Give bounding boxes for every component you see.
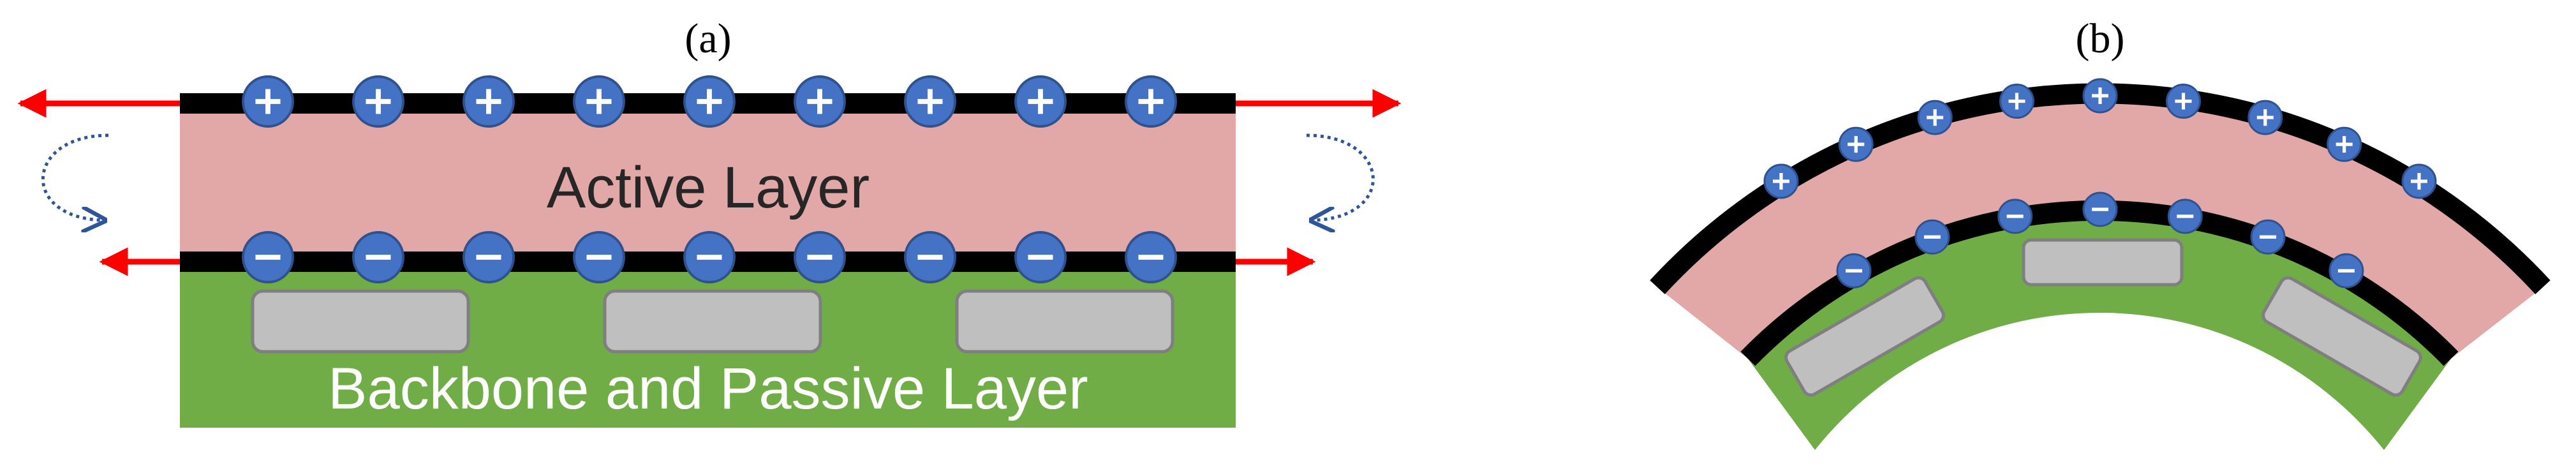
bent-active-layer [1657, 93, 2543, 359]
cation-icon [1917, 100, 1953, 135]
anion-icon [352, 231, 404, 283]
cation-icon [2166, 84, 2202, 119]
plus-icon [2092, 87, 2108, 104]
active-layer-label: Active Layer [547, 155, 870, 220]
anion-icon [1836, 253, 1872, 289]
plus-icon [476, 89, 501, 114]
particle [251, 289, 470, 354]
anion-icon [1914, 219, 1950, 255]
cation-icon [463, 75, 515, 128]
anion-icon [242, 231, 294, 283]
anion-icon [2082, 191, 2118, 227]
anion-icon [1014, 231, 1067, 283]
particle [2022, 238, 2184, 287]
plus-icon [917, 89, 943, 114]
cation-icon [573, 75, 625, 128]
anion-icon [1125, 231, 1177, 283]
cation-icon [904, 75, 956, 128]
anion-icon [2167, 199, 2203, 234]
cation-icon [794, 75, 846, 128]
bent-backbone-layer [1748, 210, 2451, 450]
plus-icon [2008, 93, 2025, 110]
plus-icon [2175, 93, 2192, 110]
anion-icon [683, 231, 736, 283]
panel-a-cations [242, 75, 1177, 128]
cation-icon [683, 75, 736, 128]
plus-icon [2335, 136, 2353, 153]
plus-icon [807, 89, 833, 114]
cation-icon [2327, 126, 2362, 162]
anion-icon [904, 231, 956, 283]
plus-icon [255, 89, 281, 114]
cation-icon [2082, 78, 2118, 114]
particle [2261, 276, 2422, 397]
plus-icon [2256, 109, 2274, 126]
particle [955, 289, 1174, 354]
plus-icon [1028, 89, 1053, 114]
plus-icon [366, 89, 391, 114]
anion-icon [2328, 253, 2364, 289]
plus-icon [1773, 172, 1789, 190]
cation-icon [1763, 163, 1799, 199]
panel-b-cations [1763, 78, 2437, 199]
particle [603, 289, 822, 354]
cation-icon [242, 75, 294, 128]
right-rotation-arrow [1306, 133, 1375, 220]
panel-a-anions [242, 231, 1177, 283]
plus-icon [586, 89, 612, 114]
anion-icon [573, 231, 625, 283]
panel-b: (b) [1650, 15, 2550, 450]
anion-icon [1997, 199, 2033, 234]
anion-icon [2250, 219, 2286, 255]
cation-icon [352, 75, 404, 128]
plus-icon [2411, 172, 2427, 190]
plus-icon [697, 89, 722, 114]
cation-icon [1838, 126, 1874, 162]
cation-icon [1014, 75, 1067, 128]
plus-icon [1927, 109, 1944, 126]
cation-icon [2247, 100, 2283, 135]
panel-b-anions [1836, 191, 2364, 289]
cation-icon [1999, 84, 2034, 119]
panel-a: (a) Active Layer Backbone and Passive La… [17, 15, 1402, 428]
anion-icon [463, 231, 515, 283]
plus-icon [1138, 89, 1164, 114]
backbone-layer-label: Backbone and Passive Layer [328, 356, 1088, 421]
cation-icon [2401, 163, 2437, 199]
panel-b-label: (b) [2076, 15, 2125, 62]
panel-a-label: (a) [685, 15, 731, 62]
left-rotation-arrow [41, 133, 109, 220]
particle [1784, 276, 1945, 397]
anion-icon [794, 231, 846, 283]
cation-icon [1125, 75, 1177, 128]
plus-icon [1847, 136, 1865, 153]
